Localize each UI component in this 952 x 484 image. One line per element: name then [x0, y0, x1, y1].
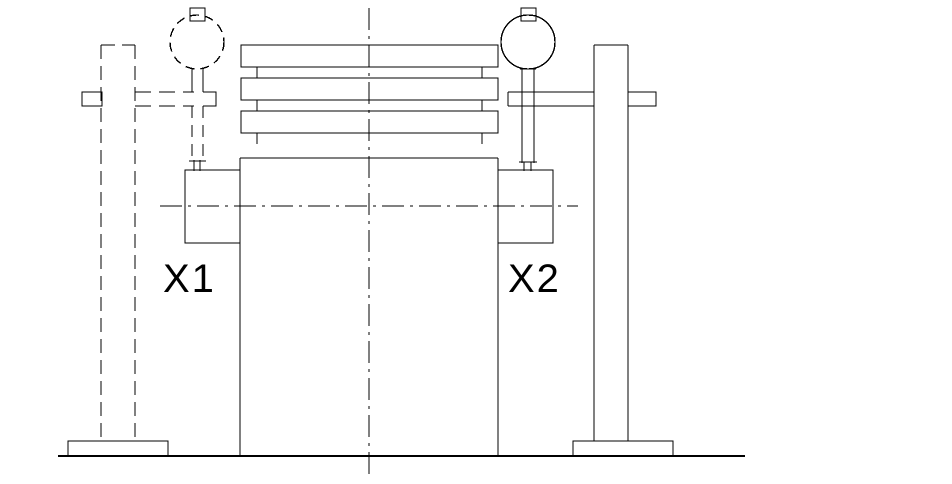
left-crossbar-beam — [135, 91, 194, 107]
label-x2: X2 — [508, 257, 561, 301]
right-crossbar-right-tab — [628, 91, 657, 107]
left-sensor-box-outline — [184, 169, 240, 244]
label-x1: X1 — [163, 257, 216, 301]
left-gauge-stem — [191, 68, 204, 92]
left-gauge-tip — [189, 160, 206, 171]
right-post-group — [572, 44, 674, 456]
left-crossbar-tab-outline — [203, 91, 217, 107]
left-post-bracket — [81, 91, 103, 107]
left-gauge-cap-rect — [189, 7, 206, 22]
left-gauge-shaft — [191, 106, 204, 162]
right-post-base-outline — [572, 440, 674, 456]
left-post-bracket-rect — [81, 91, 103, 107]
right-crossbar-beam — [507, 91, 657, 107]
right-gauge-dial-icon — [500, 14, 556, 70]
left-post-bracket-outline — [81, 91, 101, 107]
left-post-base-outline — [67, 440, 169, 456]
left-sensor-box — [184, 169, 240, 244]
left-post-base — [67, 440, 169, 456]
left-gauge-cap — [189, 7, 206, 22]
left-crossbar-tab — [203, 91, 217, 107]
left-gauge-group — [169, 14, 225, 70]
center-lines-group — [160, 8, 578, 478]
right-sensor-box-outline — [498, 169, 554, 244]
left-post-group — [100, 44, 136, 441]
right-sensor-box — [498, 169, 554, 244]
right-gauge-cap-rect — [520, 7, 537, 22]
left-gauge-dial-icon — [169, 14, 225, 70]
right-gauge-group — [500, 7, 556, 171]
